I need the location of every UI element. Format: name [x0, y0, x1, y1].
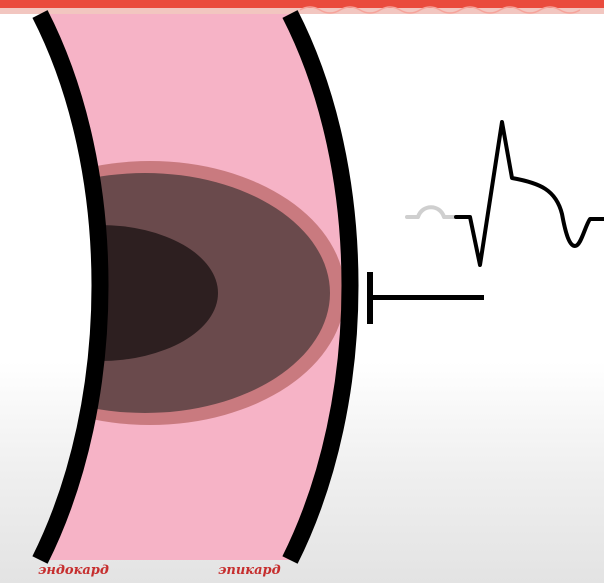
ecg-baseline-faded — [405, 205, 458, 219]
endocardium-line — [32, 10, 109, 564]
top-banner — [0, 0, 604, 14]
endocardium-label: эндокард — [38, 563, 109, 578]
electrode-icon — [367, 272, 484, 324]
ecg-st-elevation-trace — [454, 120, 604, 267]
epicardium-line — [282, 10, 359, 564]
epicardium-label: эпикард — [218, 563, 281, 578]
banner-decor — [299, 6, 581, 14]
banner-stripe — [0, 0, 604, 8]
